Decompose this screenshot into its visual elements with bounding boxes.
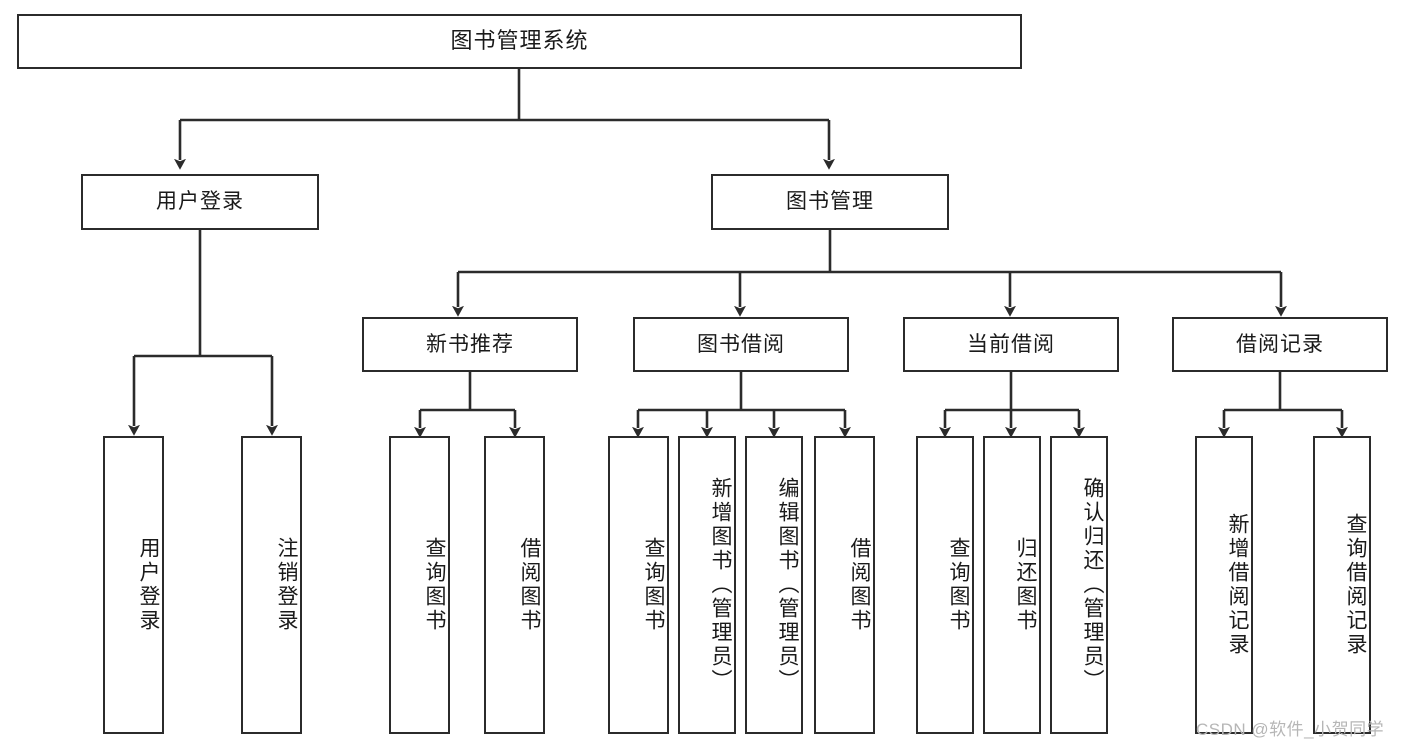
leaf-label: 查询借阅记录 xyxy=(1344,513,1367,657)
current-borrow-to-leaves-connectors xyxy=(939,372,1085,438)
leaf-label: 确认归还（管理员） xyxy=(1081,477,1104,693)
leaf-add-book-admin[interactable]: 新增图书（管理员） xyxy=(678,436,736,734)
node-borrow-record[interactable]: 借阅记录 xyxy=(1172,317,1388,372)
leaf-label: 归还图书 xyxy=(1014,537,1037,633)
book-borrow-to-leaves-connectors xyxy=(632,372,851,438)
leaf-edit-book-admin[interactable]: 编辑图书（管理员） xyxy=(745,436,803,734)
csdn-watermark: CSDN @软件_小贺同学 xyxy=(1196,720,1385,739)
node-new-book-recommendation[interactable]: 新书推荐 xyxy=(362,317,578,372)
leaf-confirm-return-admin[interactable]: 确认归还（管理员） xyxy=(1050,436,1108,734)
new-book-rec-to-leaves-connectors xyxy=(414,372,521,438)
leaf-label: 新增借阅记录 xyxy=(1226,513,1249,657)
leaf-return-book[interactable]: 归还图书 xyxy=(983,436,1041,734)
leaf-label: 借阅图书 xyxy=(848,537,871,633)
root-to-level2-connectors xyxy=(174,69,835,170)
leaf-query-book-under-current-borrow[interactable]: 查询图书 xyxy=(916,436,974,734)
leaf-borrow-book-under-book-borrow[interactable]: 借阅图书 xyxy=(814,436,875,734)
borrow-record-to-leaves-connectors xyxy=(1218,372,1348,438)
node-book-manage[interactable]: 图书管理 xyxy=(711,174,949,230)
leaf-query-book-under-book-borrow[interactable]: 查询图书 xyxy=(608,436,669,734)
leaf-add-borrow-record[interactable]: 新增借阅记录 xyxy=(1195,436,1253,734)
book-manage-to-level3-connectors xyxy=(452,230,1287,317)
leaf-label: 查询图书 xyxy=(642,537,665,633)
leaf-borrow-book-under-new-book-rec[interactable]: 借阅图书 xyxy=(484,436,545,734)
leaf-label: 查询图书 xyxy=(947,537,970,633)
leaf-query-borrow-record[interactable]: 查询借阅记录 xyxy=(1313,436,1371,734)
leaf-label: 新增图书（管理员） xyxy=(709,477,732,693)
node-book-management-system[interactable]: 图书管理系统 xyxy=(17,14,1022,69)
leaf-label: 编辑图书（管理员） xyxy=(776,477,799,693)
node-book-borrow[interactable]: 图书借阅 xyxy=(633,317,849,372)
leaf-query-book-under-new-book-rec[interactable]: 查询图书 xyxy=(389,436,450,734)
user-login-to-leaves-connectors xyxy=(128,230,278,436)
leaf-label: 借阅图书 xyxy=(518,537,541,633)
leaf-label: 查询图书 xyxy=(423,537,446,633)
leaf-label: 注销登录 xyxy=(275,537,298,633)
node-user-login[interactable]: 用户登录 xyxy=(81,174,319,230)
node-current-borrow[interactable]: 当前借阅 xyxy=(903,317,1119,372)
leaf-logout-login[interactable]: 注销登录 xyxy=(241,436,302,734)
leaf-user-login[interactable]: 用户登录 xyxy=(103,436,164,734)
leaf-label: 用户登录 xyxy=(137,537,160,633)
